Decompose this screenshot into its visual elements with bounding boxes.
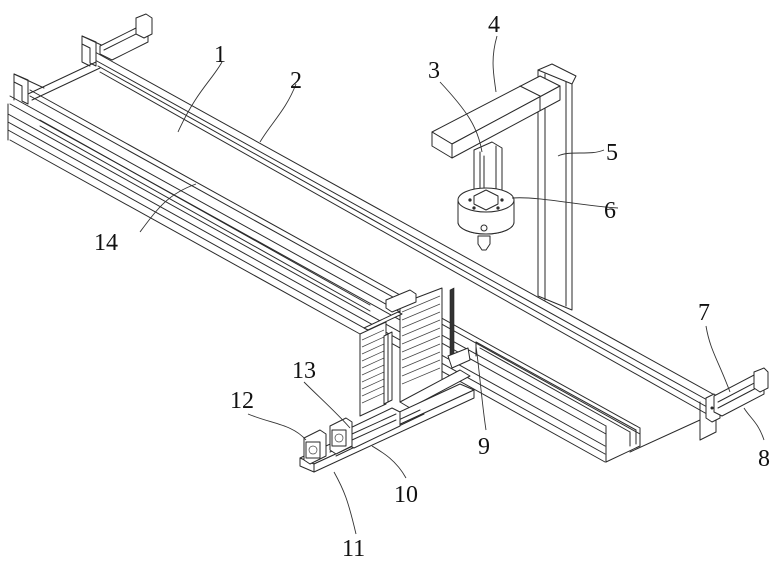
- leader-13: [303, 381, 351, 429]
- label-10: 10: [394, 482, 418, 508]
- leader-11: [333, 471, 357, 535]
- label-14: 14: [94, 230, 118, 256]
- slide-base: [299, 383, 475, 473]
- rack-slats-front: [361, 329, 385, 404]
- label-9: 9: [478, 434, 490, 460]
- rack-slats: [401, 295, 441, 385]
- label-1: 1: [214, 42, 226, 68]
- leader-1: [177, 61, 223, 133]
- leader-5: [557, 149, 605, 157]
- label-12: 12: [230, 388, 254, 414]
- end-cylinder: [705, 367, 769, 423]
- label-2: 2: [290, 68, 302, 94]
- label-11: 11: [342, 536, 365, 562]
- side-fence: [475, 341, 637, 447]
- part-labels: 1 2 3 4 5 6 7 8 9 10 11 12 13 14: [94, 12, 770, 562]
- leader-8: [743, 407, 765, 441]
- leader-lines: [139, 35, 765, 535]
- label-8: 8: [758, 446, 770, 472]
- leader-12: [247, 413, 307, 441]
- leader-14: [139, 183, 197, 233]
- label-6: 6: [604, 198, 616, 224]
- gripper-head: [457, 187, 515, 251]
- stacking-rack: [359, 287, 471, 417]
- label-5: 5: [606, 140, 618, 166]
- label-4: 4: [488, 12, 500, 38]
- conveyor-frame: [7, 35, 721, 463]
- leader-2: [259, 83, 297, 143]
- leader-7: [705, 325, 731, 393]
- label-7: 7: [698, 300, 710, 326]
- label-13: 13: [292, 358, 316, 384]
- leader-3: [439, 81, 483, 153]
- leader-10: [371, 445, 407, 479]
- leader-6: [511, 197, 619, 209]
- far-cylinder: [99, 13, 153, 61]
- support-column: [537, 63, 577, 311]
- leader-9: [475, 345, 487, 431]
- leader-4: [492, 35, 498, 93]
- label-3: 3: [428, 58, 440, 84]
